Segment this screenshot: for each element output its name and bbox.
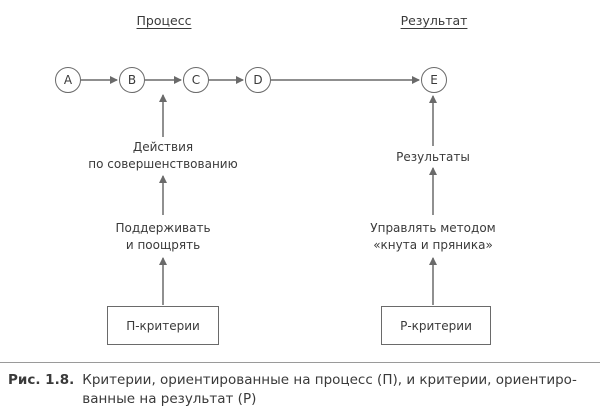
node-a: A bbox=[55, 67, 81, 93]
process-heading: Процесс bbox=[136, 13, 192, 28]
r-criteria-box: Р-критерии bbox=[381, 306, 491, 345]
results-label: Результаты bbox=[396, 150, 470, 164]
actions-label-line-2: по совершенствованию bbox=[88, 157, 238, 171]
result-heading: Результат bbox=[400, 13, 468, 28]
node-b: B bbox=[119, 67, 145, 93]
p-criteria-box: П-критерии bbox=[107, 306, 219, 345]
figure-caption: Рис. 1.8. Критерии, ориентированные на п… bbox=[8, 371, 596, 409]
actions-label: Действия по совершенствованию bbox=[88, 139, 237, 173]
manage-label-line-2: «кнута и пряника» bbox=[373, 238, 493, 252]
actions-label-line-1: Действия bbox=[132, 140, 194, 154]
support-label-line-2: и поощрять bbox=[125, 238, 201, 252]
node-c: C bbox=[183, 67, 209, 93]
caption-label: Рис. 1.8. bbox=[8, 372, 75, 388]
caption-text: Критерии, ориентированные на процесс (П)… bbox=[82, 372, 577, 407]
caption-divider bbox=[0, 362, 600, 363]
support-label-line-1: Поддерживать bbox=[115, 221, 211, 235]
node-e: E bbox=[421, 67, 447, 93]
process-vs-result-diagram: Процесс Результат A B C D E Действия по … bbox=[55, 13, 496, 345]
arrow-layer bbox=[81, 76, 437, 305]
manage-label-line-1: Управлять методом bbox=[370, 221, 496, 235]
support-label: Поддерживать и поощрять bbox=[115, 220, 210, 254]
node-d: D bbox=[245, 67, 271, 93]
manage-label: Управлять методом «кнута и пряника» bbox=[370, 220, 495, 254]
